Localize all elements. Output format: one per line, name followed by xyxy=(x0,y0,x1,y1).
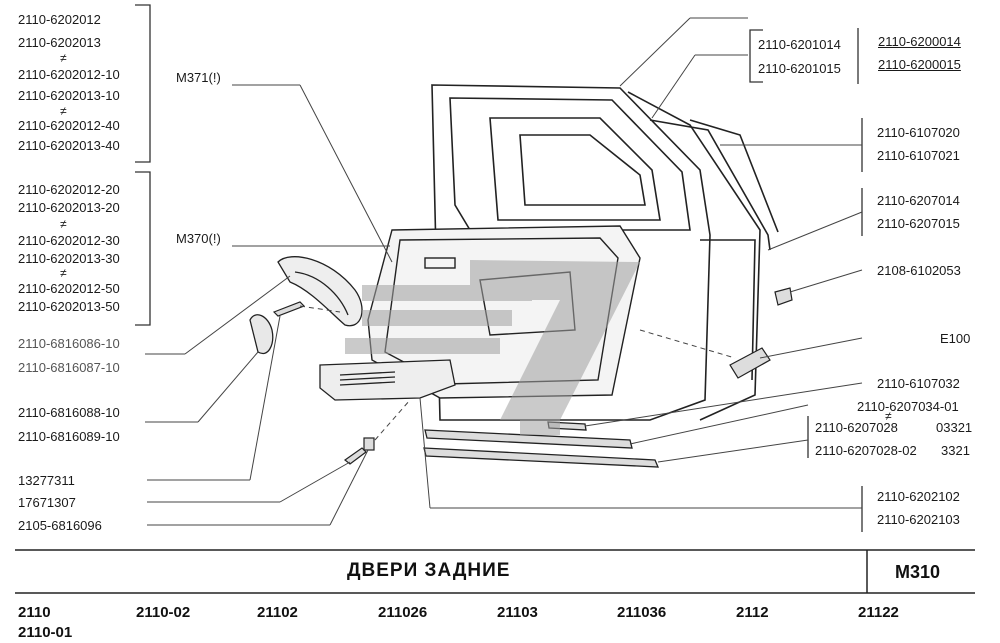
page-code: M310 xyxy=(895,562,941,582)
part-number: 2110-6201014 xyxy=(758,37,841,52)
part-number: 2110-6202012-40 xyxy=(18,118,120,133)
e100-part xyxy=(729,347,771,379)
part-number: 2110-6202103 xyxy=(877,512,960,527)
part-number: 2110-6202012-50 xyxy=(18,281,120,296)
part-number: 2110-6202012 xyxy=(18,12,101,27)
part-number: 3321 xyxy=(941,443,970,458)
model-label: 211026 xyxy=(378,604,428,621)
part-number: 17671307 xyxy=(18,495,76,510)
bracket-left-1 xyxy=(135,4,151,163)
part-number: 2110-6202102 xyxy=(877,489,960,504)
bracket-door xyxy=(749,29,763,83)
part-number: 2110-6202013-10 xyxy=(18,88,120,103)
screw-2 xyxy=(344,447,367,465)
model-label: 2110 xyxy=(18,604,51,621)
watermark-logo xyxy=(345,260,640,435)
part-number: 2110-6201015 xyxy=(758,61,841,76)
part-number: 2110-6816089-10 xyxy=(18,429,120,444)
part-number: 2110-6202012-30 xyxy=(18,233,120,248)
plug-part xyxy=(363,437,375,451)
armrest xyxy=(319,359,456,401)
part-number: 2110-6200015 xyxy=(878,57,961,72)
part-number: 2110-6202012-20 xyxy=(18,182,120,197)
page-title: ДВЕРИ ЗАДНИЕ xyxy=(347,560,511,581)
model-label: 21102 xyxy=(257,604,298,621)
model-label: 2110-01 xyxy=(18,624,73,641)
part-number: 2110-6816086-10 xyxy=(18,336,120,351)
not-equal-symbol: ≠ xyxy=(60,51,67,65)
part-number: 13277311 xyxy=(18,473,75,488)
part-number: 2110-6107021 xyxy=(877,148,960,163)
part-number: 2110-6202013-20 xyxy=(18,200,120,215)
model-label: 2112 xyxy=(736,604,769,621)
model-label: 21103 xyxy=(497,604,538,621)
part-number: 2105-6816096 xyxy=(18,518,102,533)
part-number: 2110-6207014 xyxy=(877,193,960,208)
handle-cap xyxy=(249,314,274,355)
model-label: 2110-02 xyxy=(136,604,191,621)
inner-handle xyxy=(277,256,363,327)
part-number: 2110-6202012-10 xyxy=(18,67,120,82)
model-label: 211036 xyxy=(617,604,667,621)
part-number: 2110-6816088-10 xyxy=(18,405,120,420)
model-label: 21122 xyxy=(858,604,899,621)
part-number: 2110-6202013-40 xyxy=(18,138,120,153)
part-number: 2110-6200014 xyxy=(878,34,961,49)
part-number: 2110-6207015 xyxy=(877,216,960,231)
clip-part xyxy=(774,287,793,306)
part-number: E100 xyxy=(940,331,971,346)
part-number: 2110-6202013-30 xyxy=(18,251,120,266)
part-number: 2110-6202013 xyxy=(18,35,101,50)
not-equal-symbol: ≠ xyxy=(60,104,67,118)
part-number: 2110-6207028-02 xyxy=(815,443,917,458)
leader-lines xyxy=(145,17,863,526)
part-number: 2110-6202013-50 xyxy=(18,299,120,314)
part-number: 2110-6107020 xyxy=(877,125,960,140)
reference-label: M370(!) xyxy=(176,231,221,246)
part-number: 2108-6102053 xyxy=(877,263,961,278)
part-number: 2110-6207034-01 xyxy=(857,399,959,414)
part-number: 2110-6207028 xyxy=(815,420,898,435)
part-number: 2110-6816087-10 xyxy=(18,360,120,375)
reference-label: M371(!) xyxy=(176,70,221,85)
not-equal-symbol: ≠ xyxy=(885,409,892,423)
door-frame xyxy=(431,84,779,421)
part-number: 03321 xyxy=(936,420,973,435)
part-number: 2110-6107032 xyxy=(877,376,960,391)
bracket-left-2 xyxy=(135,171,151,326)
screw xyxy=(272,301,306,317)
not-equal-symbol: ≠ xyxy=(60,217,67,231)
not-equal-symbol: ≠ xyxy=(60,266,67,280)
